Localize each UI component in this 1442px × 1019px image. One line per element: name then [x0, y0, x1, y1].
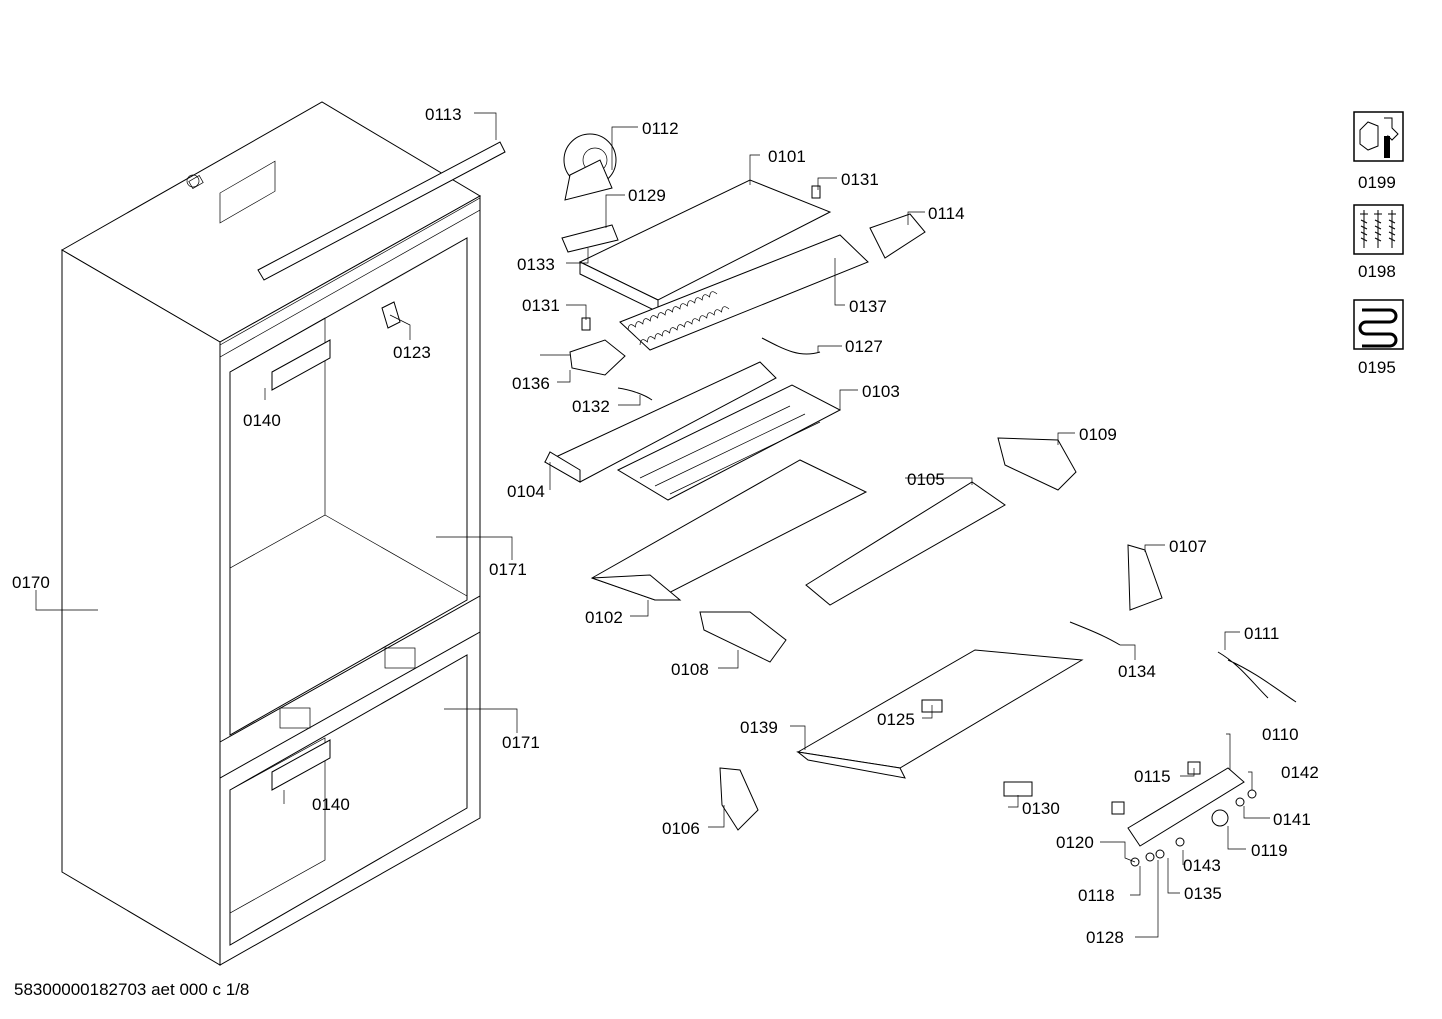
- callout-0129: 0129: [628, 186, 666, 205]
- temperature-sensor: [617, 387, 653, 401]
- callout-0136: 0136: [512, 374, 550, 393]
- callout-0140-lower: 0140: [312, 795, 350, 814]
- heater-coil-icon: [1353, 299, 1404, 350]
- callout-0105: 0105: [907, 470, 945, 489]
- knob-0119: [1211, 809, 1229, 827]
- callout-0119: 0119: [1251, 841, 1288, 860]
- trim-panel-upper: [271, 339, 331, 391]
- legend: 0199 0198 0195: [1353, 111, 1404, 377]
- callout-0135: 0135: [1184, 884, 1222, 903]
- drain-heater-holder: [869, 213, 926, 259]
- knob-0143: [1175, 837, 1185, 847]
- callout-0107: 0107: [1169, 537, 1207, 556]
- knob-0128: [1145, 852, 1155, 862]
- door-switch: [381, 301, 401, 329]
- control-panel: [1127, 767, 1245, 847]
- callout-0113: 0113: [425, 105, 462, 124]
- sensor-housing: [569, 339, 626, 376]
- switch-0115-a: [1111, 801, 1125, 815]
- callout-0101: 0101: [768, 147, 806, 166]
- callout-0171-lower: 0171: [502, 733, 540, 752]
- knob-0142: [1247, 789, 1257, 799]
- callout-0139: 0139: [740, 718, 778, 737]
- callout-0111: 0111: [1244, 624, 1279, 643]
- legend-code-0198: 0198: [1358, 262, 1396, 281]
- callout-0103: 0103: [862, 382, 900, 401]
- callout-0104: 0104: [507, 482, 545, 501]
- legend-code-0195: 0195: [1358, 358, 1396, 377]
- callout-0131-lower: 0131: [522, 296, 560, 315]
- clip-upper: [811, 185, 821, 199]
- connector-block: [1003, 781, 1033, 797]
- callout-0118: 0118: [1078, 886, 1115, 905]
- document-reference: 58300000182703 aet 000 c 1/8: [14, 980, 250, 999]
- fan-holder: [561, 224, 619, 253]
- callout-0115: 0115: [1134, 767, 1171, 786]
- callout-0109: 0109: [1079, 425, 1117, 444]
- hinge-bracket-upper: [997, 437, 1077, 491]
- callout-0131-upper: 0131: [841, 170, 879, 189]
- callout-0137: 0137: [849, 297, 887, 316]
- evaporator-coil: [619, 234, 869, 351]
- callout-0142: 0142: [1281, 763, 1319, 782]
- hinge-plate-left: [719, 767, 759, 831]
- callout-0128: 0128: [1086, 928, 1124, 947]
- mounting-bracket-top: [257, 141, 506, 281]
- air-guide-rail: [805, 481, 1006, 606]
- cabinet-housing: [60, 101, 481, 966]
- callout-0120: 0120: [1056, 833, 1094, 852]
- knob-0135: [1155, 849, 1165, 859]
- callout-0123: 0123: [393, 343, 431, 362]
- callout-0125: 0125: [877, 710, 915, 729]
- leader-lines: [35, 112, 1270, 938]
- sensor-cable: [761, 337, 821, 355]
- callout-0134: 0134: [1118, 662, 1156, 681]
- callout-0133: 0133: [517, 255, 555, 274]
- callout-0140-upper: 0140: [243, 411, 281, 430]
- callout-0130: 0130: [1022, 799, 1060, 818]
- callout-0141: 0141: [1273, 810, 1311, 829]
- callout-labels: 0113 0112 0101 0131 0129 0114 0133 0131 …: [12, 105, 1319, 947]
- knob-0141: [1235, 797, 1245, 807]
- callout-0127: 0127: [845, 337, 883, 356]
- connection-cable-short: [1069, 621, 1121, 646]
- fan-motor: [563, 133, 617, 201]
- callout-0112: 0112: [642, 119, 679, 138]
- callout-0102: 0102: [585, 608, 623, 627]
- callout-0110: 0110: [1262, 725, 1299, 744]
- wiring-harness: [1217, 651, 1297, 703]
- callout-0171-upper: 0171: [489, 560, 527, 579]
- callout-0108: 0108: [671, 660, 709, 679]
- screws-icon: [1353, 204, 1404, 255]
- hinge-bracket-lower: [699, 611, 787, 663]
- legend-code-0199: 0199: [1358, 173, 1396, 192]
- trim-panel-lower: [271, 739, 331, 791]
- callout-0170: 0170: [12, 573, 50, 592]
- wrench-nut-icon: [1353, 111, 1404, 162]
- callout-0143: 0143: [1183, 856, 1221, 875]
- callout-0132: 0132: [572, 397, 610, 416]
- callout-0106: 0106: [662, 819, 700, 838]
- hinge-plate-right: [1127, 544, 1163, 611]
- callout-0114: 0114: [928, 204, 965, 223]
